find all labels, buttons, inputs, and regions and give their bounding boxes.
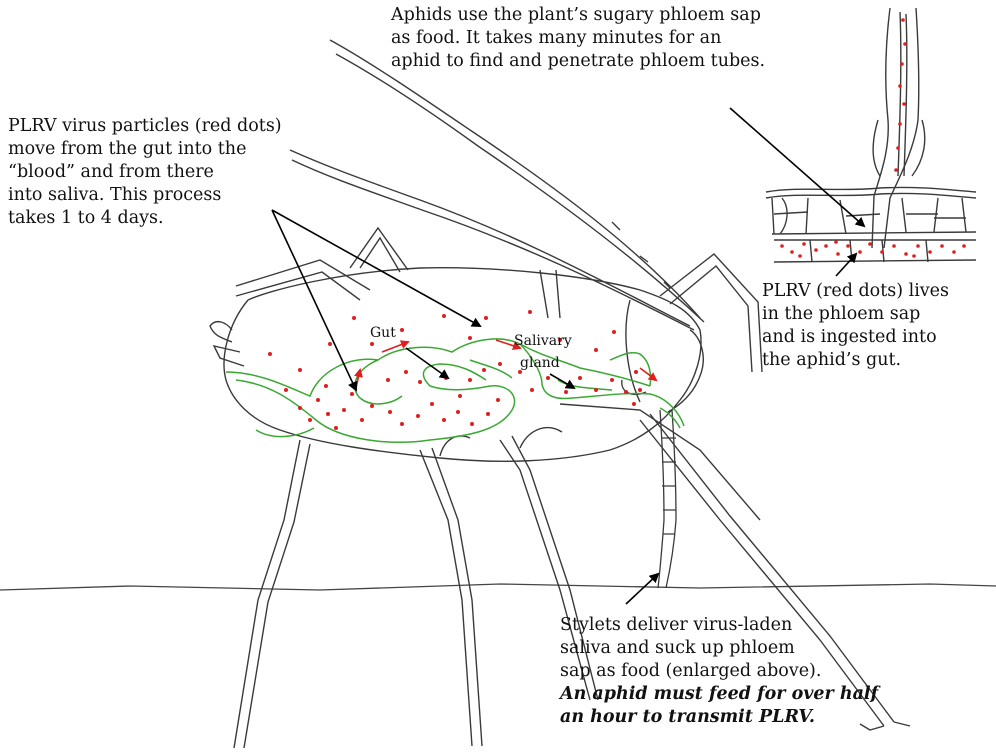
virus-path-caption: PLRV virus particles (red dots) move fro… — [8, 115, 282, 230]
transmission-time-note: An aphid must feed for over half — [560, 683, 878, 706]
phloem-food-caption: Aphids use the plant’s sugary phloem sap… — [391, 4, 765, 73]
stylet-enlarged — [872, 8, 925, 248]
ground-line — [0, 584, 996, 590]
gut-label: Gut — [370, 325, 396, 341]
salivary-label-line1: Salivary — [514, 333, 572, 349]
plant-tissue-inset — [766, 187, 976, 262]
gut-system — [226, 339, 684, 442]
phloem-virus-caption: PLRV (red dots) lives in the phloem sap … — [762, 280, 949, 372]
stylets-caption: Stylets deliver virus-laden saliva and s… — [560, 614, 878, 729]
virus-dots-body — [268, 310, 642, 430]
transmission-time-note-2: an hour to transmit PLRV. — [560, 706, 878, 729]
salivary-label-line2: gland — [520, 355, 560, 371]
antennae — [290, 40, 704, 330]
